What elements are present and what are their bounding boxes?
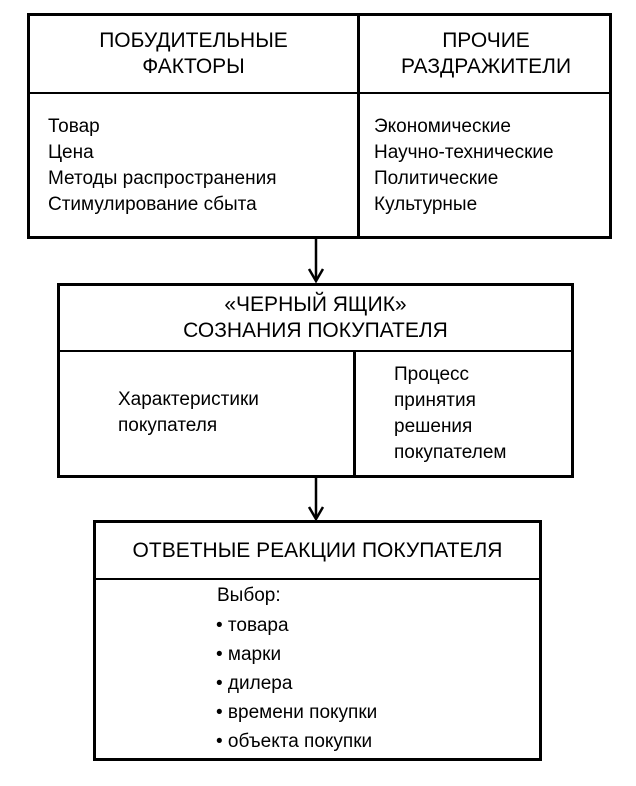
header-line: ОТВЕТНЫЕ РЕАКЦИИ ПОКУПАТЕЛЯ — [132, 538, 503, 562]
black-box-divider — [353, 350, 356, 475]
header-line: ПОБУДИТЕЛЬНЫЕ — [99, 29, 288, 52]
arrow-down-icon — [307, 478, 325, 522]
header-line: ФАКТОРЫ — [142, 55, 245, 78]
top-block: ПОБУДИТЕЛЬНЫЕ ФАКТОРЫ ПРОЧИЕ РАЗДРАЖИТЕЛ… — [27, 13, 612, 239]
buyer-decision-process: Процесс принятия решения покупателем — [394, 362, 506, 466]
list-item: Цена — [48, 142, 94, 163]
choice-label: Выбор: — [217, 585, 281, 606]
top-block-header-separator — [30, 92, 609, 94]
list-item: • дилера — [216, 673, 293, 694]
header-line: «ЧЕРНЫЙ ЯЩИК» — [224, 293, 407, 316]
list-item: Стимулирование сбыта — [48, 194, 257, 215]
buyer-responses-header-separator — [96, 578, 539, 580]
buyer-responses-header: ОТВЕТНЫЕ РЕАКЦИИ ПОКУПАТЕЛЯ — [96, 523, 539, 578]
list-item: Характеристики — [118, 389, 259, 410]
list-item: • товара — [216, 615, 289, 636]
list-item: Товар — [48, 116, 100, 137]
list-item: Методы распространения — [48, 168, 277, 189]
buyer-characteristics: Характеристики покупателя — [118, 387, 259, 439]
incentive-factors-header: ПОБУДИТЕЛЬНЫЕ ФАКТОРЫ — [30, 16, 357, 92]
list-item: • объекта покупки — [216, 731, 373, 752]
list-item: покупателем — [394, 442, 507, 463]
arrow-down-icon — [307, 239, 325, 284]
header-line: РАЗДРАЖИТЕЛИ — [400, 55, 572, 78]
header-line: ПРОЧИЕ — [442, 29, 530, 52]
list-item: Научно-технические — [374, 142, 554, 163]
black-box-header-separator — [60, 350, 571, 352]
list-item: решения — [394, 416, 473, 437]
list-item: принятия — [394, 390, 476, 411]
list-item: Экономические — [374, 116, 511, 137]
top-block-divider — [357, 16, 360, 236]
list-item: Политические — [374, 168, 499, 189]
other-stimuli-header: ПРОЧИЕ РАЗДРАЖИТЕЛИ — [360, 16, 612, 92]
buyer-responses-block: ОТВЕТНЫЕ РЕАКЦИИ ПОКУПАТЕЛЯ Выбор: • тов… — [93, 520, 542, 761]
choice-list: • товара • марки • дилера • времени поку… — [216, 611, 377, 756]
header-line: СОЗНАНИЯ ПОКУПАТЕЛЯ — [183, 319, 448, 342]
black-box-header: «ЧЕРНЫЙ ЯЩИК» СОЗНАНИЯ ПОКУПАТЕЛЯ — [60, 286, 571, 350]
other-stimuli-list: Экономические Научно-технические Политич… — [374, 114, 554, 218]
list-item: Процесс — [394, 364, 470, 385]
black-box-block: «ЧЕРНЫЙ ЯЩИК» СОЗНАНИЯ ПОКУПАТЕЛЯ Характ… — [57, 283, 574, 478]
list-item: Культурные — [374, 194, 478, 215]
incentive-factors-list: Товар Цена Методы распространения Стимул… — [48, 114, 276, 218]
list-item: покупателя — [118, 415, 218, 436]
list-item: • марки — [216, 644, 282, 665]
list-item: • времени покупки — [216, 702, 378, 723]
